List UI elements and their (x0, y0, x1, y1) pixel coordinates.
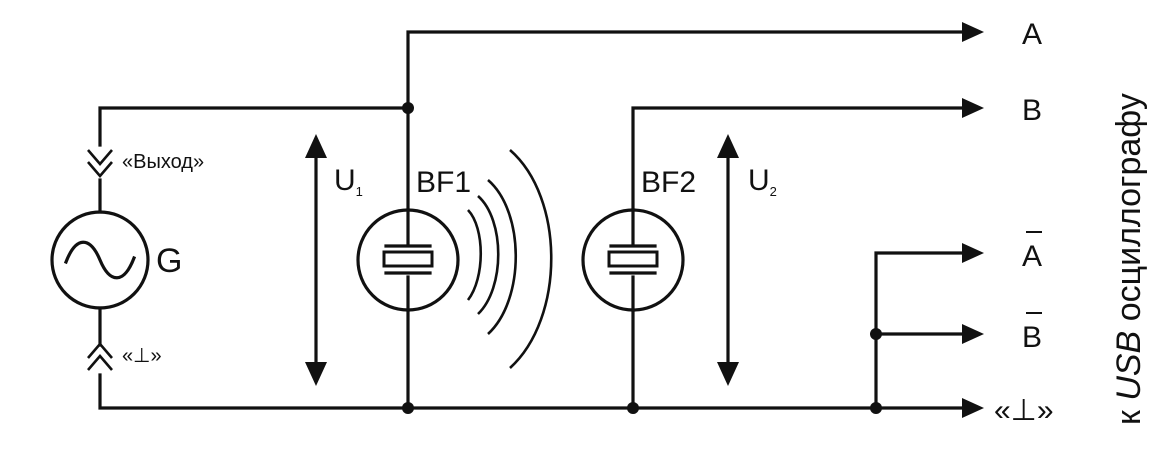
arrow-abar (962, 243, 984, 263)
connector-output-icon (87, 149, 113, 178)
side-caption: к USB осциллографу (1110, 93, 1148, 425)
output-abar-label: A (1022, 240, 1042, 273)
wiring (98, 30, 964, 410)
wire-ground-bus (98, 373, 964, 410)
u2-voltage-arrow: U2 (717, 134, 777, 386)
generator-symbol-label: G (156, 242, 182, 280)
junction-branch-mid (870, 328, 882, 340)
junctions (402, 102, 882, 414)
arrow-ground (962, 398, 984, 418)
u1-label: U1 (334, 164, 363, 199)
sine-wave-icon (63, 240, 137, 280)
bf1-label: BF1 (416, 166, 471, 199)
wire-generator-top (98, 106, 410, 147)
u2-label: U2 (748, 164, 777, 199)
output-a-label: A (1022, 18, 1042, 51)
output-ground-label: «⊥» (994, 394, 1054, 427)
output-b-label: B (1022, 94, 1042, 127)
junction-bf1-bottom (402, 402, 414, 414)
arrow-bbar (962, 324, 984, 344)
junction-branch-bottom (870, 402, 882, 414)
wire-to-a (406, 30, 964, 110)
wire-abar (874, 251, 964, 410)
transducer-bf2: BF2 (581, 166, 696, 312)
output-labels: A B A B «⊥» (994, 18, 1054, 427)
arrow-a (962, 22, 984, 42)
connector-ground-icon (87, 342, 113, 371)
junction-top (402, 102, 414, 114)
junction-bf2-bottom (627, 402, 639, 414)
arrow-b (962, 98, 984, 118)
generator-ground-label: «⊥» (122, 345, 162, 367)
sound-waves-icon (466, 149, 553, 369)
u1-voltage-arrow: U1 (305, 134, 363, 386)
side-caption-text: к USB осциллографу (1110, 93, 1148, 425)
output-arrows (962, 22, 984, 418)
generator-output-label: «Выход» (122, 151, 204, 173)
output-bbar-label: B (1022, 321, 1042, 354)
generator: «Выход» «⊥» G (50, 149, 204, 371)
bf2-label: BF2 (641, 166, 696, 199)
generator-circle (50, 210, 150, 310)
transducer-bf1: BF1 (356, 166, 471, 312)
